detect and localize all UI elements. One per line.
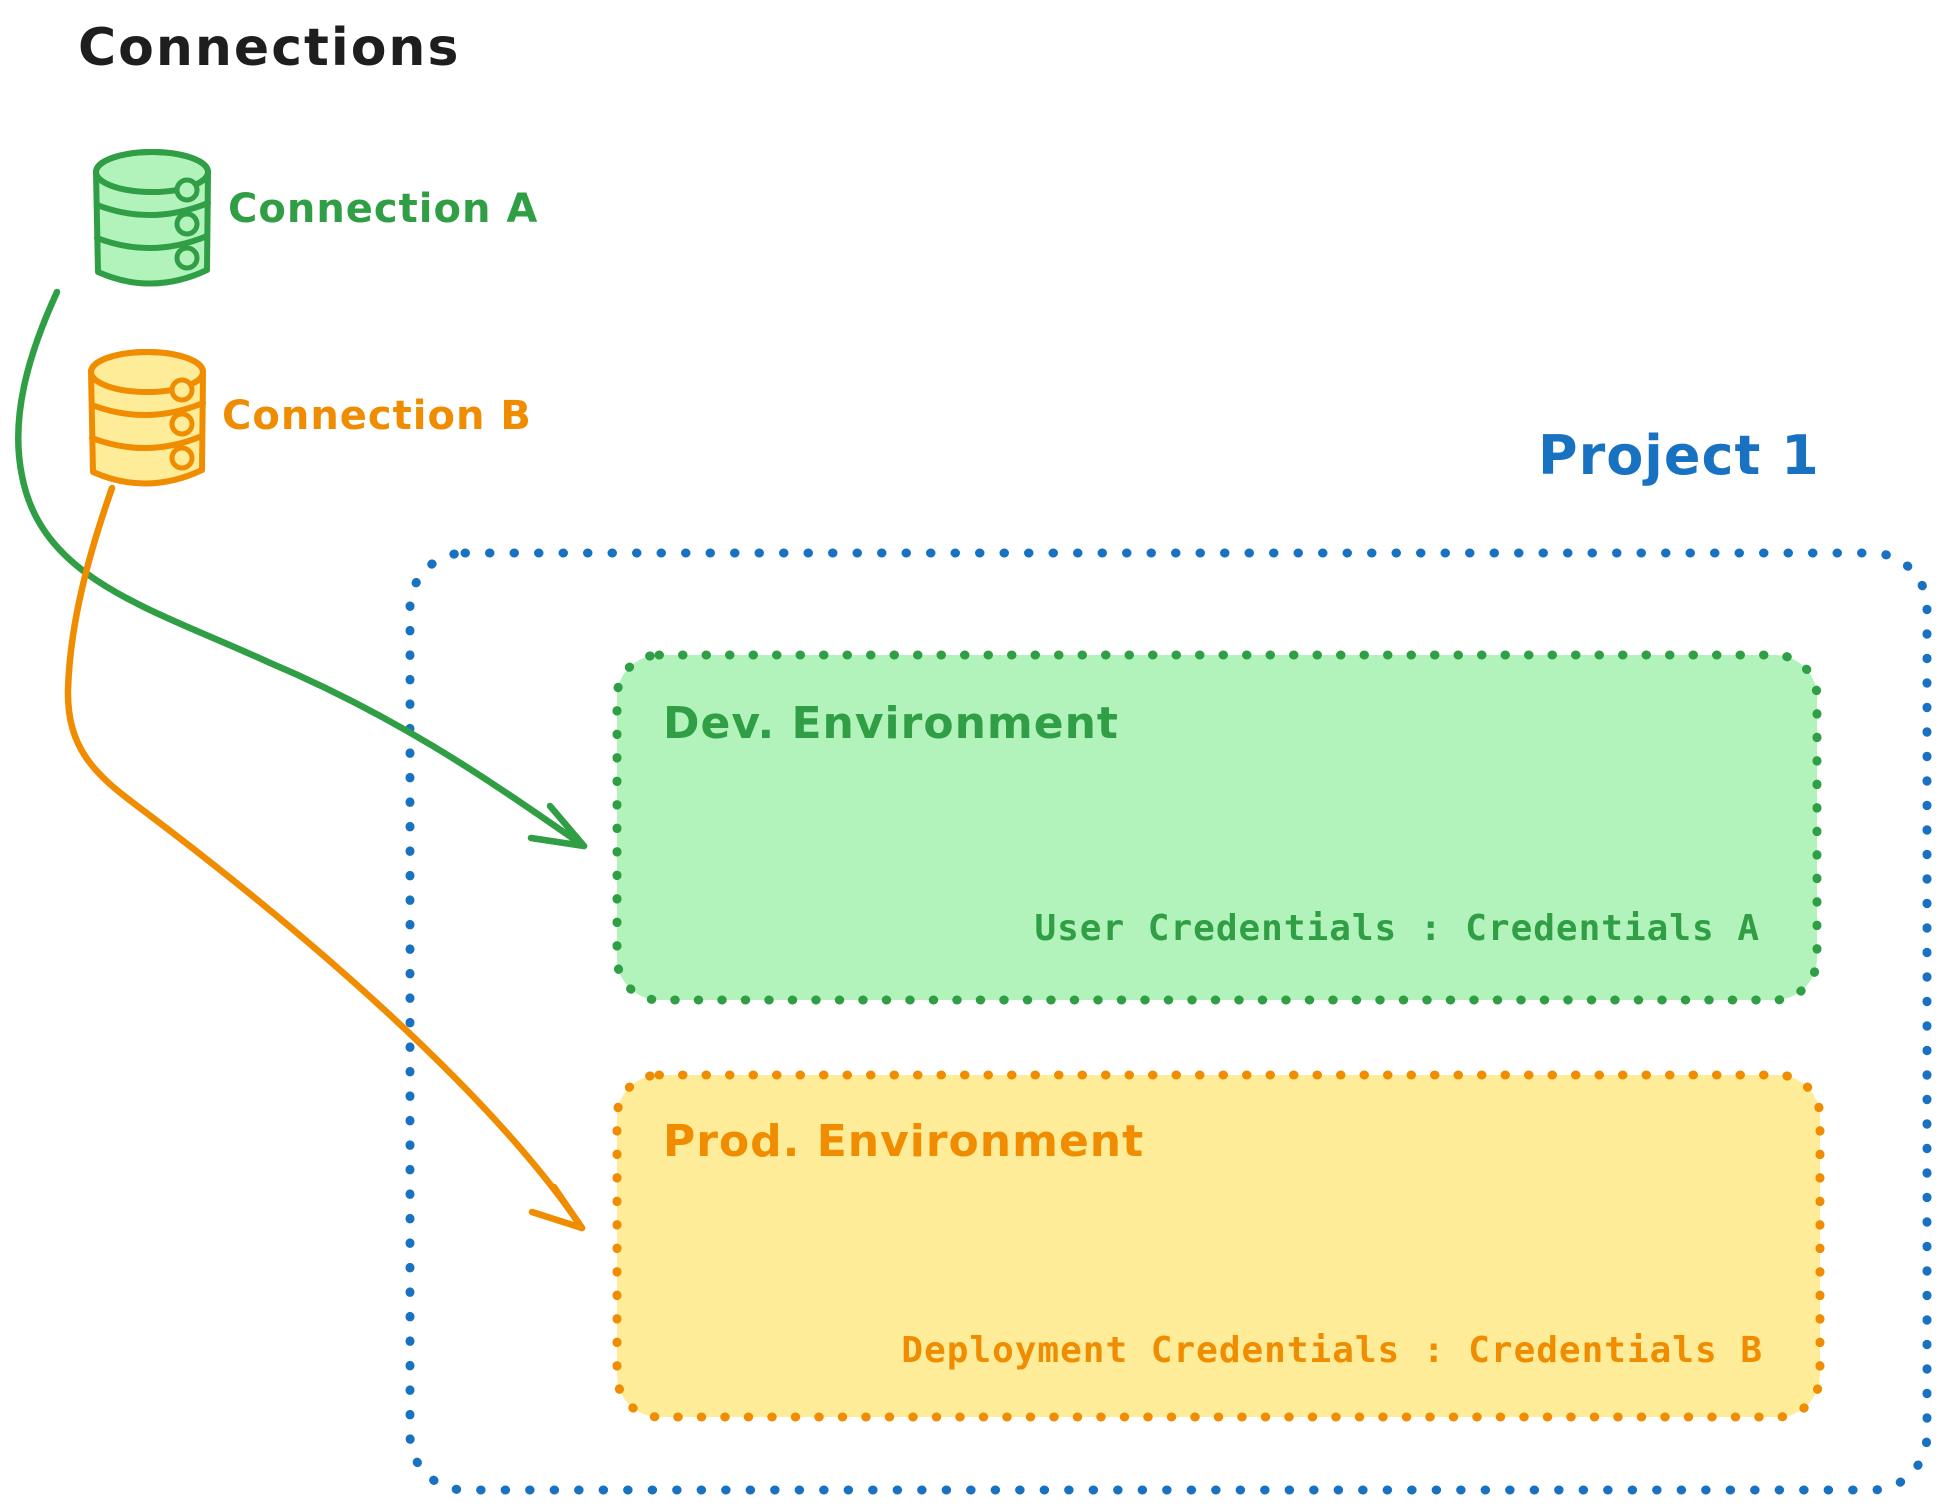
database-icon [88,349,206,487]
arrow-connection-a-to-dev [14,288,588,850]
arrow-connection-b-to-prod [64,484,586,1232]
dev-environment-box [612,650,1822,1005]
prod-environment-box [612,1070,1825,1422]
dev-environment-title: Dev. Environment [663,698,1119,749]
project-container-box [405,548,1932,1495]
project-title: Project 1 [1538,424,1820,487]
prod-environment-credentials: Deployment Credentials : Credentials B [901,1330,1763,1371]
connection-b-label: Connection B [222,393,532,439]
connections-title: Connections [78,18,461,78]
database-icon [93,149,211,287]
connection-a-label: Connection A [228,186,539,232]
prod-environment-title: Prod. Environment [663,1116,1145,1167]
dev-environment-credentials: User Credentials : Credentials A [1034,908,1760,949]
